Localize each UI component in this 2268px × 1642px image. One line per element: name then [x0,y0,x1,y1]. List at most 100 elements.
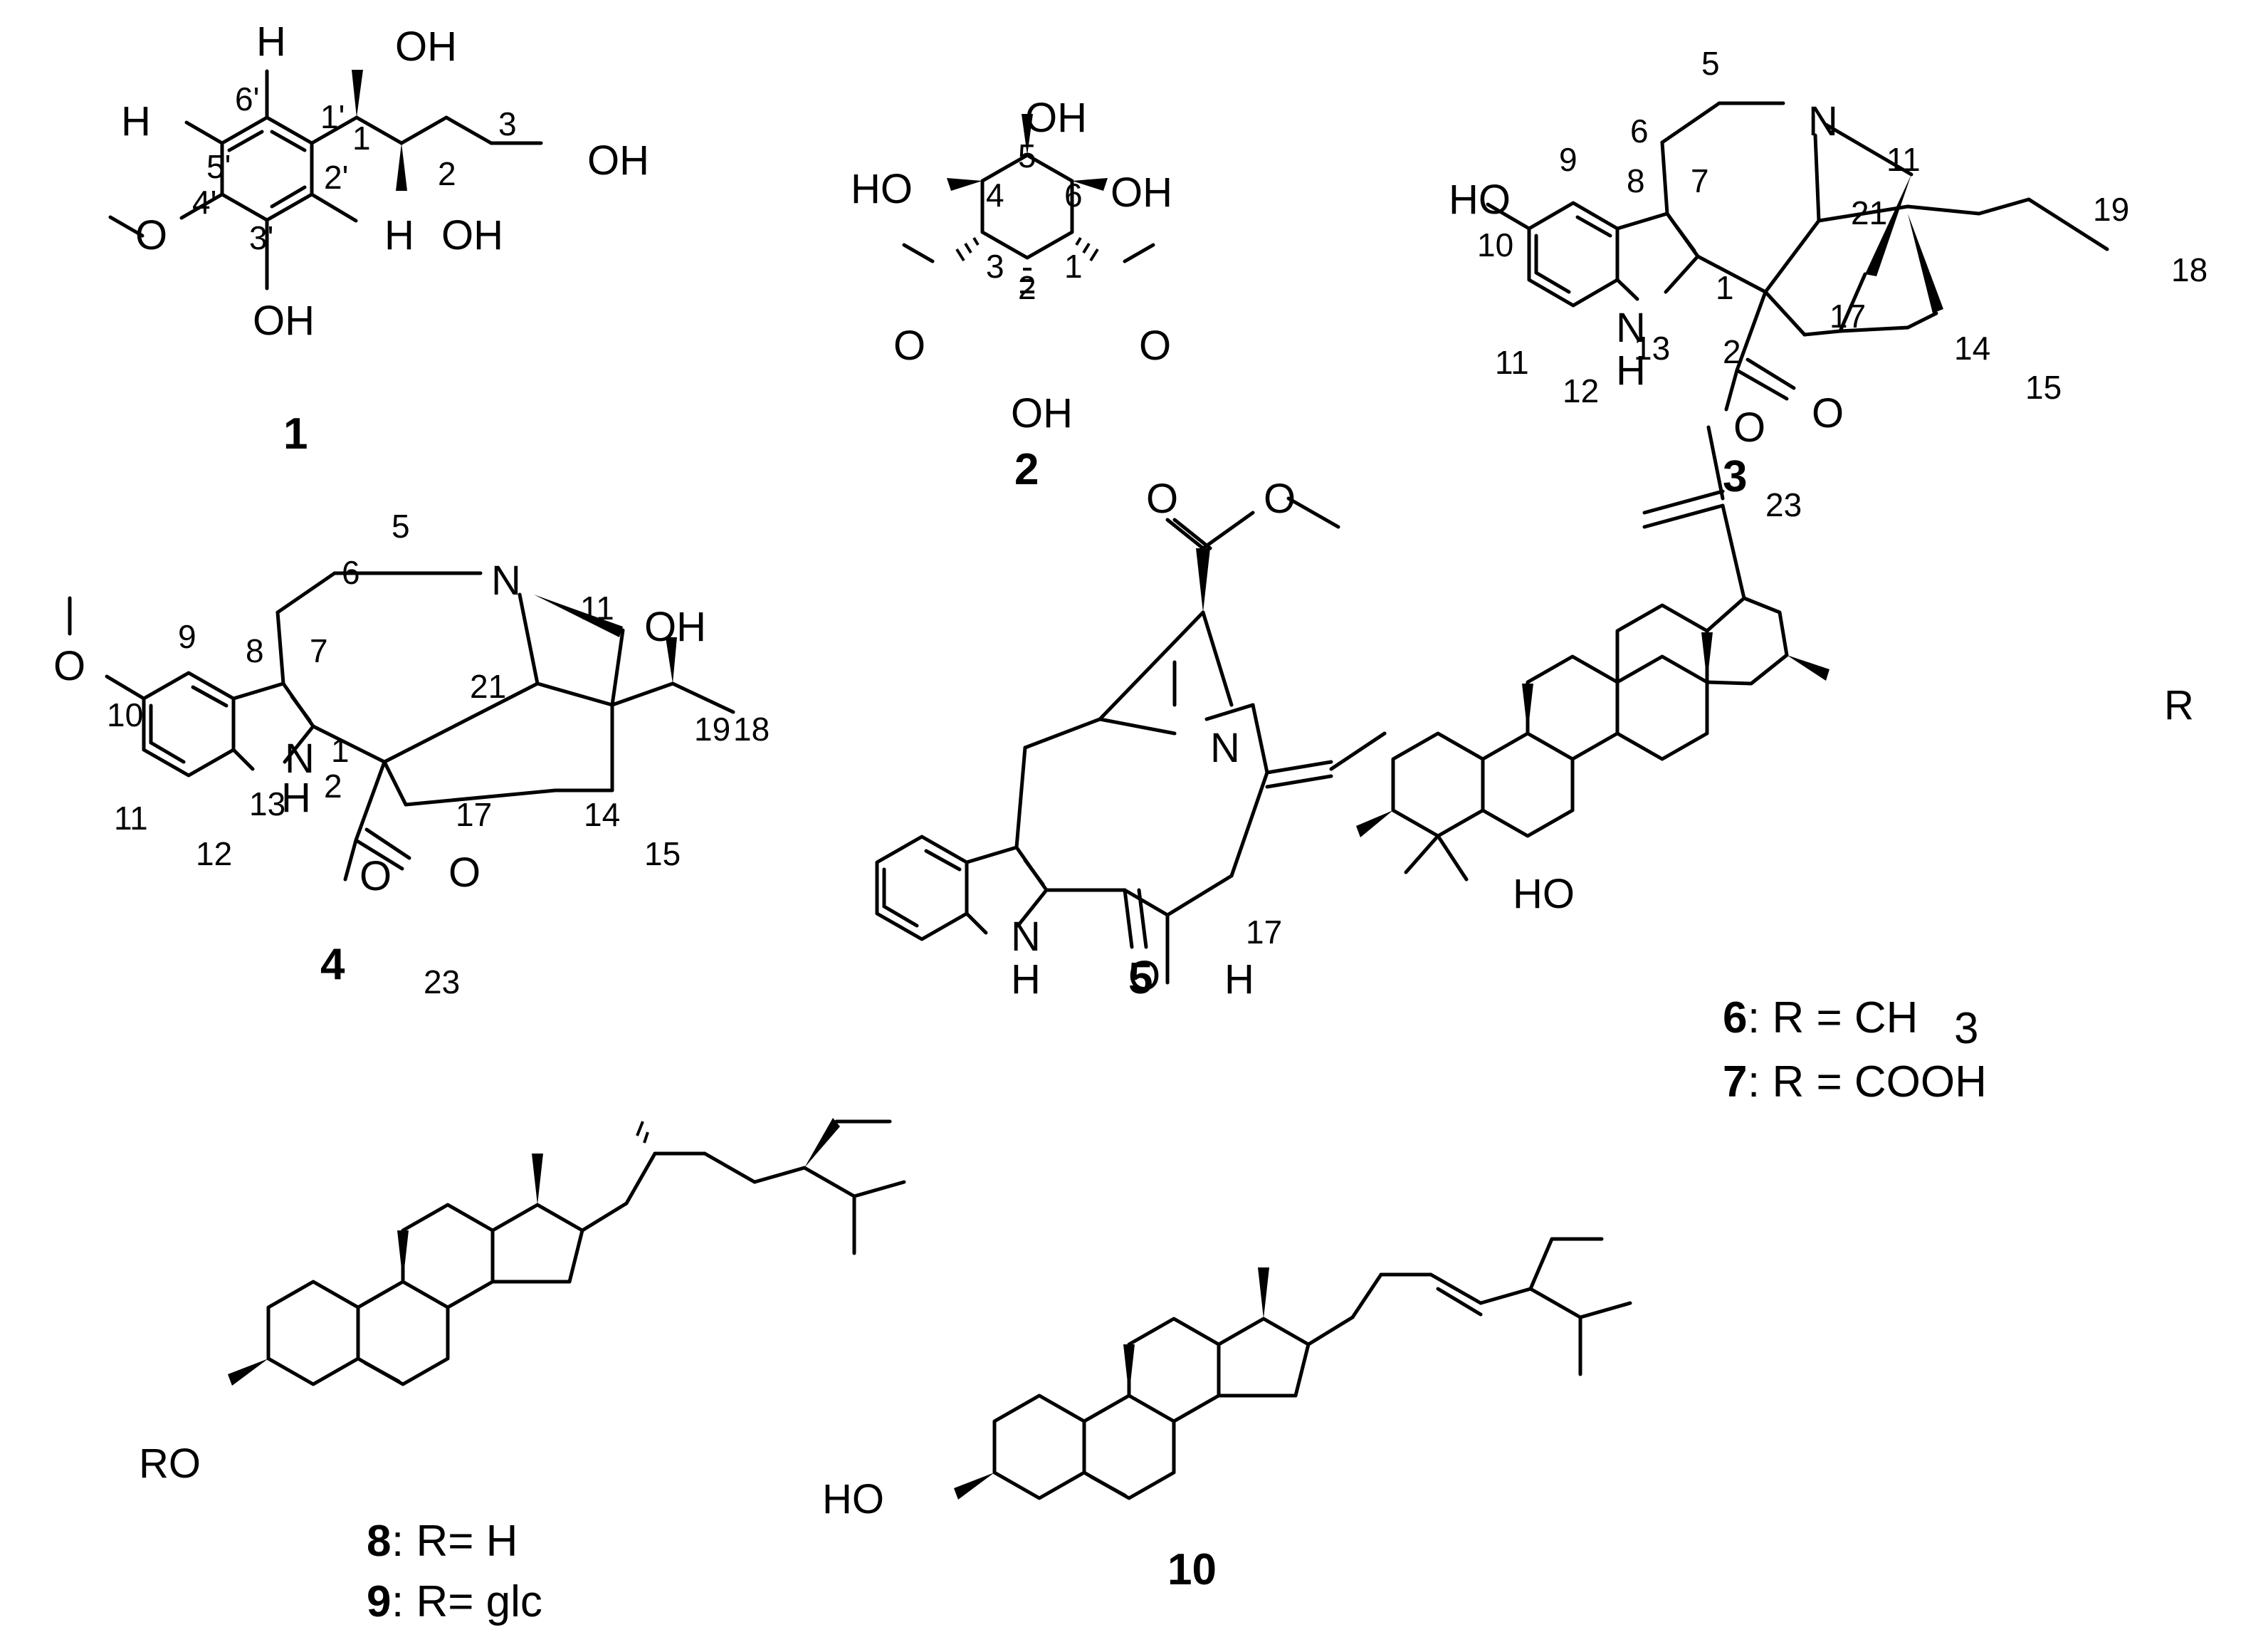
o-atom: O [1812,390,1844,436]
h-atom: H [256,19,286,65]
locant: 6 [342,554,360,591]
locant: 5' [206,148,231,185]
oh-label: OH [1011,390,1073,436]
locant: 7 [310,632,328,669]
compound-label: 2 [1014,445,1039,494]
oh-label: OH [395,23,457,70]
locant: 3 [498,105,517,142]
oh-label: OH [1025,95,1087,141]
o-atom: O [1139,323,1171,369]
compound-1 [108,69,543,291]
h-atom: H [1011,956,1041,1003]
oh-label: OH [441,212,503,258]
h-atom: H [1224,956,1254,1003]
o-atom: O [893,323,925,369]
compound-label: 6 [1723,993,1747,1042]
locant: 11 [1495,344,1529,381]
locant: 4' [192,184,216,221]
locant: 5 [1018,137,1036,174]
legend-text: : R = CH [1748,993,1918,1042]
compound-label: 9 [367,1577,391,1626]
locant: 6' [235,80,259,117]
ho-label: HO [822,1476,884,1522]
compound-label: 5 [1128,954,1153,1003]
h-atom: H [281,775,311,821]
h-atom: H [121,98,151,145]
n-atom: N [1011,914,1041,960]
locant: 23 [424,963,460,1000]
compound-label: 3 [1723,452,1747,501]
locant: 9 [178,618,196,655]
locant: 23 [1765,486,1802,523]
locant: 14 [584,796,620,833]
o-atom: O [53,643,85,689]
ho-label: HO [1513,871,1575,917]
compound-label: 1 [283,409,308,459]
locant: 6 [1630,113,1649,150]
ho-label: HO [1449,177,1511,223]
locant: 11 [580,590,614,627]
locant: 4 [986,177,1004,214]
o-atom: O [1128,953,1160,999]
compound-2 [902,114,1155,293]
locant: 19 [694,711,730,748]
locant: 21 [470,668,506,705]
compound-label: 4 [320,940,345,989]
compound-4 [68,571,735,882]
compound-5 [875,496,1387,985]
compound-label: 8 [367,1517,391,1566]
legend-text: : R = COOH [1748,1057,1987,1107]
ro-label: RO [139,1440,201,1487]
locant: 1 [1064,248,1083,285]
o-atom: O [448,849,481,896]
o-atom: O [359,853,392,899]
locant: 15 [644,835,681,872]
compound-8-9 [228,1118,906,1386]
oh-label: OH [253,298,315,344]
locant: 5 [1701,45,1720,82]
legend-text: : R= glc [392,1577,542,1626]
h-atom: H [384,212,414,258]
locant: 3 [986,248,1004,285]
n-atom: N [1210,725,1240,771]
locant: 11 [114,800,148,837]
o-atom: O [1733,404,1765,451]
locant: 10 [1477,226,1513,263]
n-atom: N [1808,98,1838,145]
locant: 18 [2171,251,2207,288]
locant: 9 [1559,141,1577,178]
o-atom: O [135,212,167,258]
locant: 12 [1563,372,1599,409]
oh-label: OH [644,604,706,650]
locant: 2 [438,155,456,192]
legend-subscript: 3 [1954,1004,1978,1053]
n-atom: N [285,736,315,782]
locant: 5 [392,508,410,545]
locant: 15 [2025,369,2062,406]
locant: 1 [1716,269,1734,306]
locant: 10 [107,696,143,733]
compound-3 [1486,101,2109,412]
r-group: R [2164,682,2194,728]
locant: 2 [1018,269,1036,306]
locant: 18 [733,711,770,748]
locant: 17 [1829,298,1866,335]
locant: 17 [1246,914,1282,951]
o-atom: O [1146,476,1178,522]
oh-label: OH [1111,169,1172,216]
locant: 2 [1723,333,1741,370]
compound-label: 10 [1167,1545,1217,1594]
ho-label: HO [851,166,913,212]
locant: 14 [1954,330,1990,367]
locant: 3' [249,219,273,256]
locant: 11 [1886,141,1921,178]
locant: 1 [352,120,371,157]
locant: 12 [196,835,232,872]
compound-10 [954,1237,1632,1500]
locant: 8 [246,632,264,669]
locant: 6 [1064,177,1083,214]
compound-6-7 [1356,425,1829,882]
